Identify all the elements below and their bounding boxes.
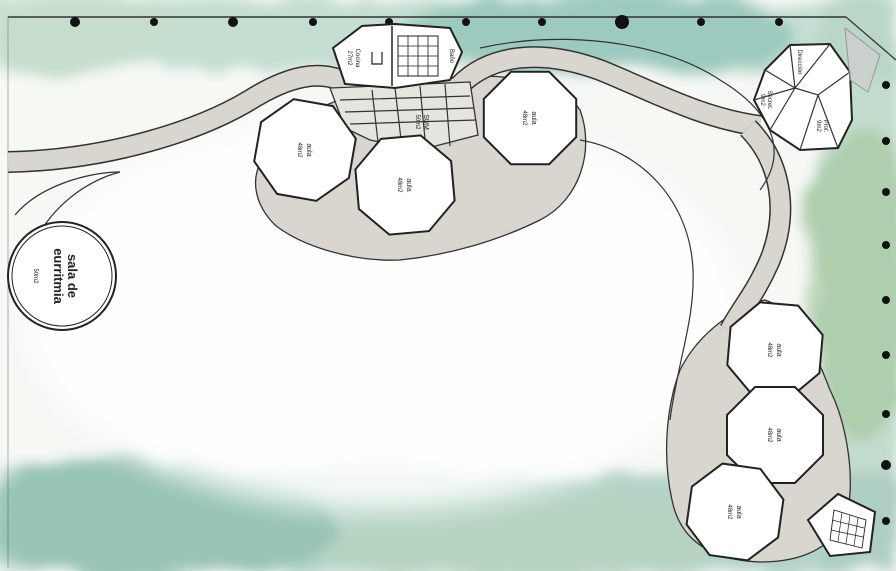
- classroom-outline: [354, 134, 456, 236]
- classrooms: aula48m2aula48m2aula48m2aula48m2aula48m2…: [253, 70, 824, 562]
- classroom-area: 48m2: [726, 504, 732, 520]
- eurythmy-path: [39, 171, 121, 233]
- classroom-area: 48m2: [296, 142, 302, 158]
- northwest-line: [14, 171, 121, 216]
- fence-post: [882, 351, 890, 359]
- fence-post: [697, 18, 705, 26]
- admin-pavilion: Dirección Secret. 9m2 Prof. 9m2: [752, 26, 881, 152]
- fence-post: [462, 18, 470, 26]
- fence-post: [775, 18, 783, 26]
- fence-post: [882, 137, 890, 145]
- eurythmy-label-line1: sala de: [65, 254, 80, 298]
- classroom-outline: [726, 386, 824, 484]
- classroom-label: aula: [405, 178, 412, 191]
- classroom-outline: [685, 462, 785, 562]
- sum-label: SUM: [422, 114, 429, 130]
- site-boundary: [7, 16, 896, 568]
- kitchen-label: Cocina: [354, 49, 360, 68]
- admin-label: Secret.: [766, 90, 772, 109]
- courtyard-loop-line: [579, 139, 694, 421]
- teacher-label: Prof.: [822, 120, 828, 133]
- classroom-area: 48m2: [766, 342, 772, 358]
- fence-post: [309, 18, 317, 26]
- teacher-area: 9m2: [815, 120, 821, 132]
- kitchen-pavilion: Cocina 27m2 Baño: [331, 22, 464, 90]
- footpaths: [7, 38, 792, 421]
- classroom-area: 48m2: [521, 110, 527, 126]
- eurythmy-label-line2: eurritmia: [51, 248, 66, 304]
- admin-area: 9m2: [759, 94, 765, 106]
- classroom-outline: [253, 98, 357, 202]
- fence-post: [150, 18, 158, 26]
- fence-posts: [70, 15, 891, 525]
- office-label: Dirección: [796, 49, 802, 74]
- fence-post: [882, 81, 890, 89]
- fence-post: [615, 15, 629, 29]
- classroom-outline: [726, 301, 824, 399]
- fence-post: [882, 241, 890, 249]
- fence-post: [882, 410, 890, 418]
- classroom-label: aula: [775, 343, 782, 356]
- eurythmy-room: sala de eurritmia 50m2: [7, 221, 117, 331]
- classroom-label: aula: [530, 111, 537, 124]
- classroom-area: 48m2: [766, 427, 772, 443]
- classroom-label: aula: [305, 143, 312, 156]
- bathroom-label: Baño: [448, 49, 454, 64]
- classroom-area: 48m2: [396, 177, 402, 193]
- classroom-label: aula: [775, 428, 782, 441]
- fence-post: [882, 517, 890, 525]
- classroom-label: aula: [735, 505, 742, 518]
- sum-area: 50m2: [414, 114, 420, 130]
- fence-post: [882, 296, 890, 304]
- sum-room: SUM 50m2: [414, 114, 429, 130]
- fence-post: [70, 17, 80, 27]
- fence-post: [881, 460, 891, 470]
- eurythmy-area: 50m2: [32, 268, 38, 284]
- fence-post: [228, 17, 238, 27]
- classroom-outline: [482, 70, 578, 166]
- kitchen-area: 27m2: [346, 50, 352, 66]
- south-bathroom-pavilion: [806, 492, 877, 558]
- fence-post: [882, 188, 890, 196]
- outer-loop-line: [479, 38, 775, 191]
- fence-post: [538, 18, 546, 26]
